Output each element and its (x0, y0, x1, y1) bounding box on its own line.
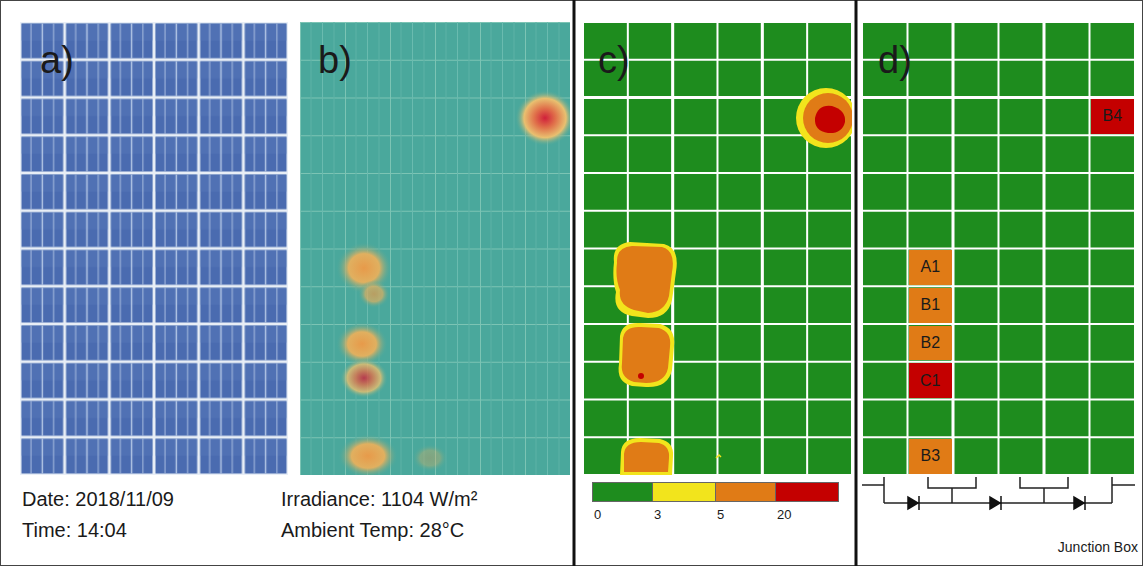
cell-label: B2 (920, 334, 940, 352)
scale-tick: 0 (594, 508, 601, 522)
fault-cell: B3 (909, 439, 952, 474)
module-photo (20, 22, 288, 475)
classified-map (583, 22, 852, 475)
fault-cell: B4 (1091, 99, 1134, 134)
time-note: Time: 14:04 (22, 519, 127, 541)
diode-symbol (908, 496, 1085, 510)
date-note: Date: 2018/11/09 (22, 488, 174, 510)
cell-label: B4 (1102, 107, 1122, 125)
panel-letter: a) (40, 40, 74, 82)
fault-cell: C1 (909, 363, 952, 398)
fault-cell: A1 (909, 250, 952, 285)
temperature-note: Ambient Temp: 28°C (281, 519, 464, 541)
string-line (952, 22, 955, 475)
string-line (761, 22, 764, 475)
fault-cell: B1 (909, 288, 952, 323)
cell-label: B3 (920, 447, 940, 465)
divider (573, 0, 576, 566)
scale-tick: 20 (777, 508, 791, 522)
scale-swatch (593, 483, 653, 501)
scale-swatch (653, 483, 716, 501)
junction-box-label: Junction Box (1058, 540, 1138, 555)
fault-map (862, 22, 1135, 475)
panel-letter: b) (318, 40, 352, 82)
panel-letter: c) (598, 40, 630, 82)
hotspot-regions (613, 88, 852, 475)
panel-letter: d) (878, 40, 912, 82)
scale-swatch (776, 483, 838, 501)
scale-swatch (716, 483, 776, 501)
cell-label: C1 (920, 372, 940, 390)
fault-cell: B2 (909, 326, 952, 361)
divider (855, 0, 858, 566)
irradiance-note: Irradiance: 1104 W/m² (281, 488, 477, 510)
string-line (1043, 22, 1046, 475)
cell-label: B1 (920, 296, 940, 314)
scale-tick: 5 (717, 508, 724, 522)
scale-tick: 3 (654, 508, 661, 522)
bypass-diode-wiring (862, 477, 1135, 503)
thermal-image (300, 22, 570, 475)
cell-label: A1 (920, 258, 940, 276)
